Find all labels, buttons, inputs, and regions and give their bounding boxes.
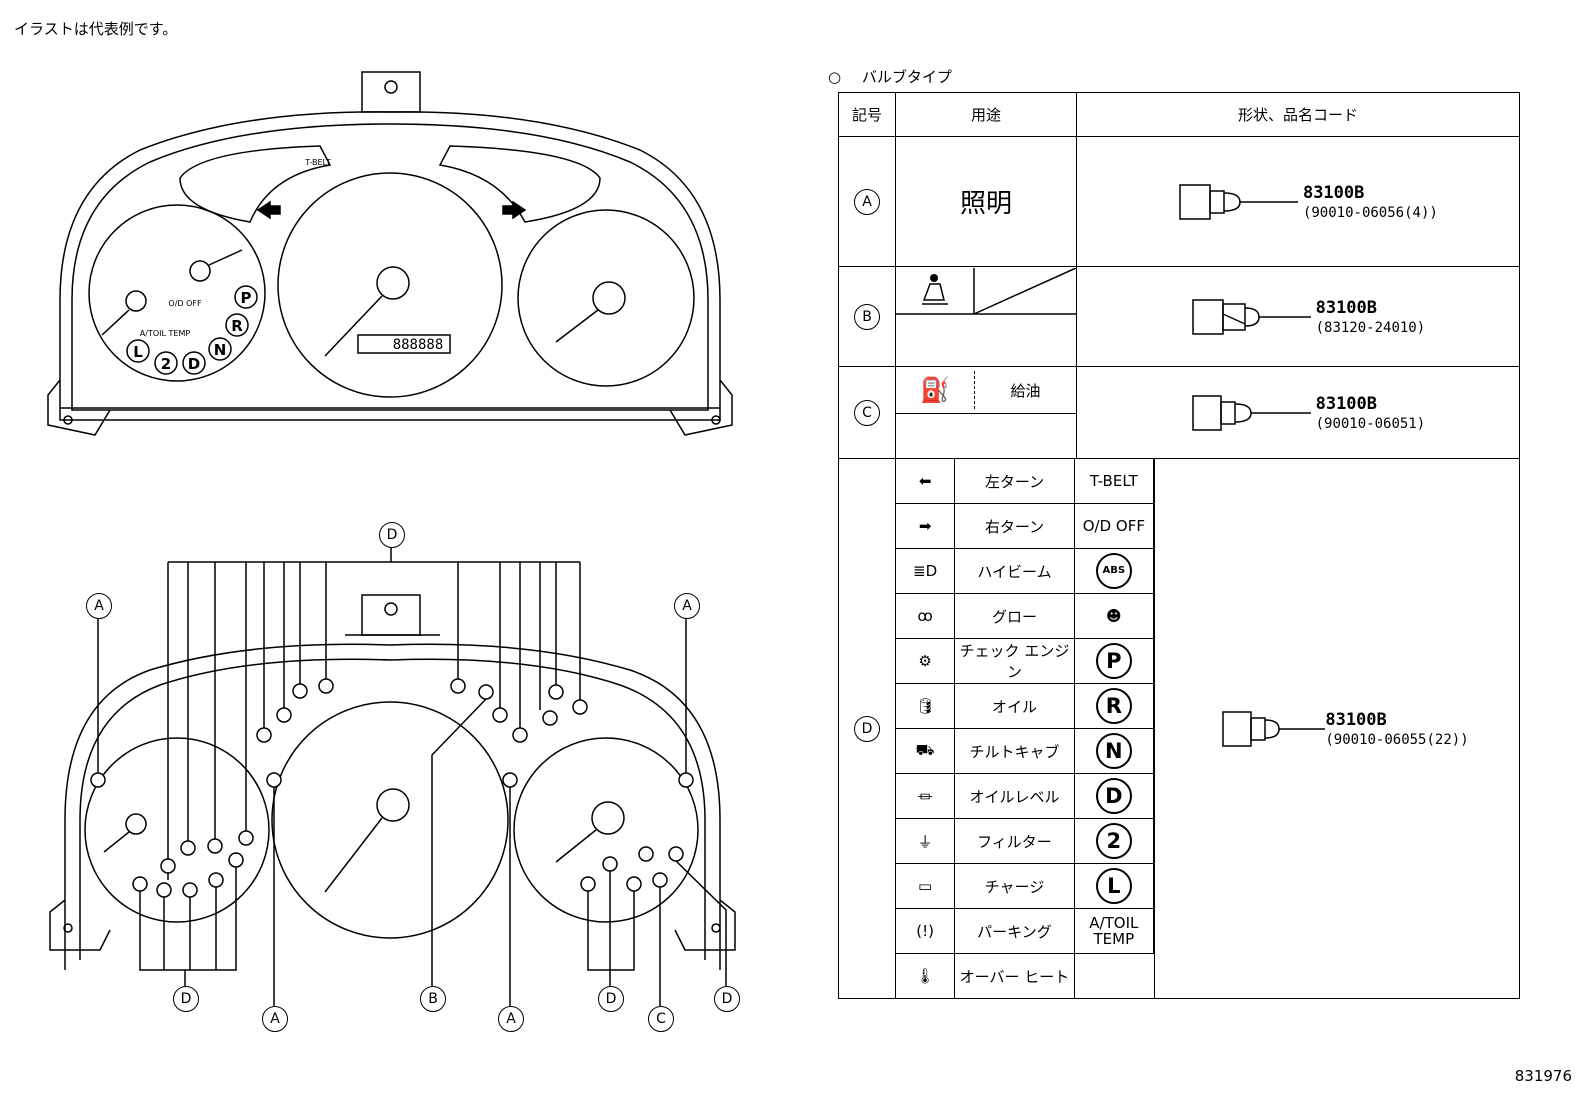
at-oil-temp-indicator: A/TOIL TEMP (1073, 908, 1155, 954)
left-arrow-icon: ⬅ (896, 459, 956, 504)
cluster-diagram: 888888 T-BELT O/D OFF A/TOIL TEMP P R N … (47, 71, 736, 1006)
shift-l: L (133, 343, 143, 361)
bulb-small-icon (1192, 394, 1311, 431)
callout-a-bottom-1: A (262, 1006, 288, 1032)
callout-a-left: A (86, 593, 112, 619)
callout-c-bottom: C (648, 1006, 674, 1032)
shift-d: D (188, 355, 200, 373)
bulb-wedge-icon (1179, 183, 1299, 220)
illustration-note: イラストは代表例です。 (14, 20, 178, 38)
shift-n-indicator: N (1095, 733, 1132, 769)
shift-2-indicator: 2 (1095, 823, 1132, 859)
part-code-d: (90010-06055(22)) (1325, 731, 1469, 748)
check-engine-icon: ⚙ (896, 638, 956, 684)
callout-b-bottom: B (420, 986, 446, 1012)
usage-illumination: 照明 (959, 189, 1012, 219)
od-off-indicator: O/D OFF (1073, 503, 1155, 549)
oil-can-icon: 🛢 (896, 683, 956, 729)
usage-fuel: 給油 (1010, 381, 1041, 400)
symbol-d: D (854, 715, 880, 742)
row-c: C ⛽ 給油 83100B (90010-06051) (838, 366, 1520, 459)
filter-icon: ⏚ (896, 818, 956, 864)
shift-p: P (241, 289, 252, 307)
figure-id: 831976 (1514, 1067, 1572, 1085)
shift-r: R (231, 317, 243, 335)
part-number-c: 83100B (1315, 393, 1378, 414)
part-number-b: 83100B (1315, 297, 1378, 318)
tilt-cab-icon: ⛟ (896, 728, 956, 774)
bulb-type-table: 記号 用途 形状、品名コード A 照明 83100B (90010-06056(… (838, 92, 1520, 999)
part-code-c: (90010-06051) (1315, 415, 1426, 432)
shift-2: 2 (161, 355, 171, 373)
tbelt-lamp: T-BELT (304, 158, 331, 167)
high-beam-icon: ≣D (896, 548, 956, 594)
header-symbol: 記号 (838, 92, 896, 137)
callout-d-bottom-mid: D (598, 986, 624, 1012)
part-code-b: (83120-24010) (1315, 319, 1426, 336)
shift-r-indicator: R (1095, 688, 1132, 724)
shift-l-indicator: L (1095, 868, 1132, 904)
table-caption: ○ バルブタイプ (828, 68, 952, 86)
symbol-a: A (854, 188, 880, 215)
part-number-d: 83100B (1325, 709, 1387, 730)
shift-d-indicator: D (1095, 778, 1132, 814)
caption-circle: ○ (828, 68, 842, 86)
airbag-icon: ☻ (1073, 593, 1155, 639)
right-arrow-icon: ➡ (896, 503, 956, 549)
part-code-a: (90010-06056(4)) (1302, 204, 1438, 221)
od-off-lamp: O/D OFF (168, 299, 202, 308)
battery-icon: ▭ (896, 863, 956, 909)
abs-indicator-icon: ABS (1073, 548, 1155, 594)
callout-d-bottom-left: D (173, 986, 199, 1012)
tbelt-indicator: T-BELT (1073, 459, 1155, 504)
row-a: A 照明 83100B (90010-06056(4)) (838, 136, 1520, 267)
fuel-pump-icon: ⛽ (896, 371, 975, 409)
part-number-a: 83100B (1302, 182, 1365, 203)
bulb-socket-icon (1192, 298, 1311, 335)
header-usage: 用途 (895, 92, 1077, 137)
callout-a-bottom-2: A (498, 1006, 524, 1032)
callout-a-right: A (674, 593, 700, 619)
symbol-c: C (854, 399, 880, 426)
callout-d-bottom-right: D (714, 986, 740, 1012)
symbol-b: B (854, 303, 880, 330)
shift-p-indicator: P (1095, 643, 1132, 679)
seatbelt-slot-icon (896, 267, 1076, 315)
shift-n: N (214, 341, 227, 359)
glow-plug-icon: ꝏ (896, 593, 956, 639)
bulb-wedge-d-icon (1222, 710, 1326, 747)
parking-brake-icon: (!) (896, 908, 956, 954)
callout-d-top: D (379, 522, 405, 548)
oil-level-icon: ⏛ (896, 773, 956, 819)
overheat-icon: 🌡 (896, 953, 956, 998)
at-oil-temp-lamp: A/TOIL TEMP (140, 329, 191, 338)
odometer-lcd: 888888 (393, 337, 444, 353)
row-b: B 83100B (83120-24010) (838, 266, 1520, 367)
header-shape-code: 形状、品名コード (1076, 92, 1520, 137)
